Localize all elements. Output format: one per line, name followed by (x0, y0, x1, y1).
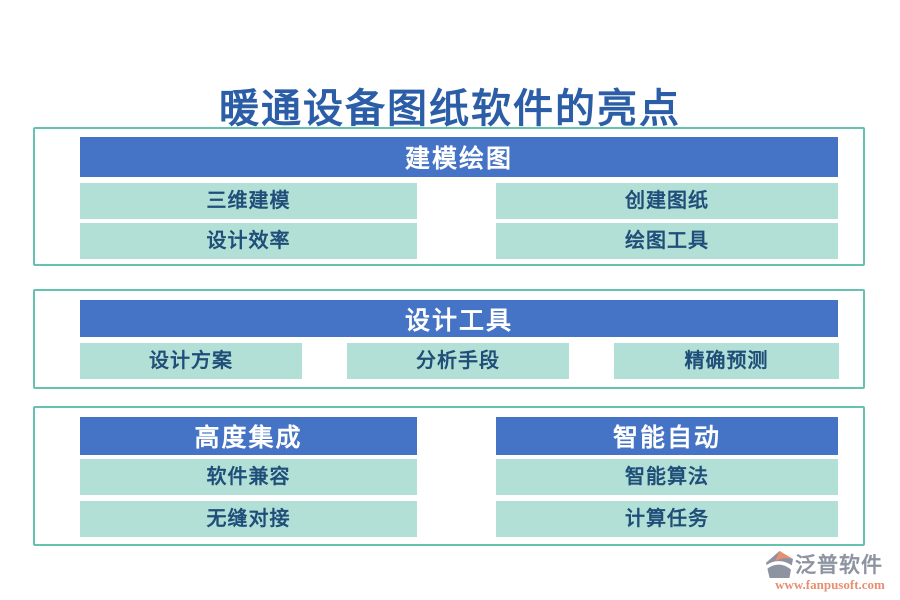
feature-item: 绘图工具 (496, 223, 838, 259)
section-header: 智能自动 (496, 417, 838, 455)
feature-item: 智能算法 (496, 459, 838, 495)
feature-item: 设计效率 (80, 223, 417, 259)
section-panel-design-tools: 设计工具 设计方案 分析手段 精确预测 (33, 289, 865, 389)
feature-item: 三维建模 (80, 183, 417, 219)
feature-item: 软件兼容 (80, 459, 417, 495)
brand-watermark: 泛普软件 www.fanpusoft.com (766, 549, 894, 593)
section-panel-integration-automation: 高度集成 智能自动 软件兼容 智能算法 无缝对接 计算任务 (33, 406, 865, 546)
feature-item: 设计方案 (80, 343, 302, 379)
section-header: 设计工具 (80, 300, 838, 337)
feature-item: 精确预测 (614, 343, 839, 379)
section-header: 高度集成 (80, 417, 417, 455)
brand-url: www.fanpusoft.com (775, 577, 885, 592)
section-panel-modeling: 建模绘图 三维建模 创建图纸 设计效率 绘图工具 (33, 127, 865, 266)
feature-item: 无缝对接 (80, 501, 417, 537)
feature-item: 计算任务 (496, 501, 838, 537)
feature-item: 创建图纸 (496, 183, 838, 219)
brand-name: 泛普软件 (795, 553, 883, 577)
fanpu-logo-icon (766, 550, 793, 578)
section-header: 建模绘图 (80, 137, 838, 177)
feature-item: 分析手段 (347, 343, 569, 379)
page-title: 暖通设备图纸软件的亮点 (219, 86, 681, 131)
